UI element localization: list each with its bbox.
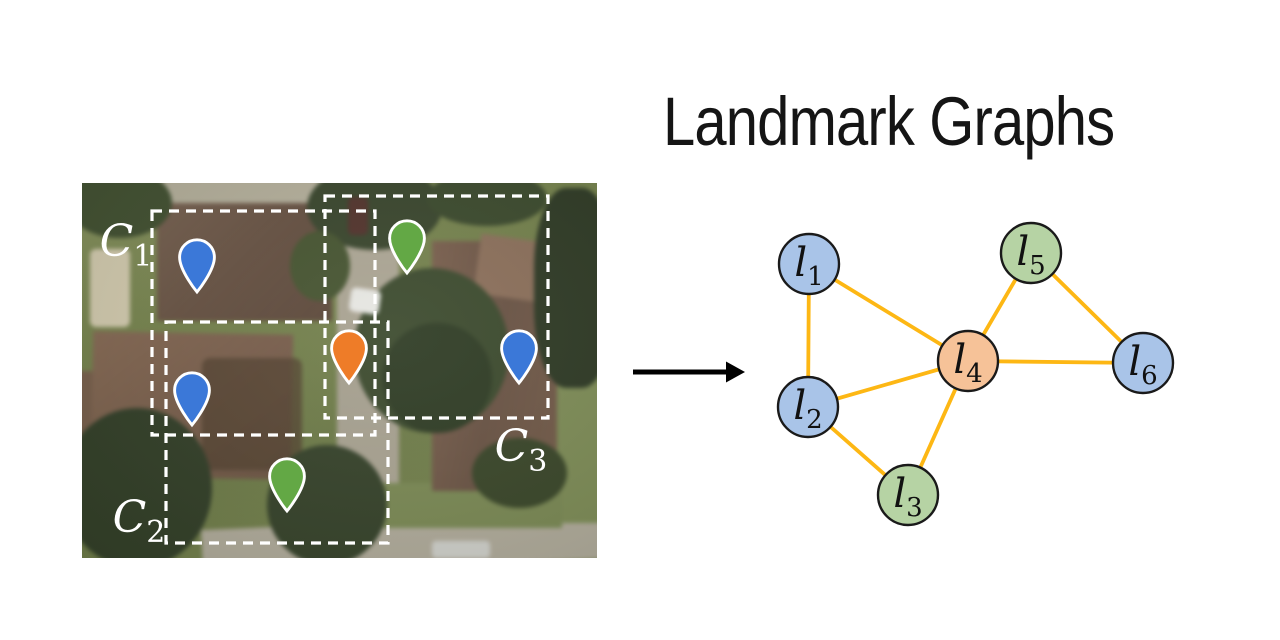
graph-edge-l2-l4 [806, 359, 970, 409]
graph-edge-l1-l4 [807, 262, 970, 363]
aerial-photo [82, 183, 597, 558]
photo-tree [472, 438, 567, 508]
graph-edges [806, 251, 1145, 497]
graph-node-label-l3: l3 [893, 471, 922, 523]
graph-node-label-l6: l6 [1128, 339, 1157, 391]
graph-node-l5 [999, 221, 1063, 285]
graph-edge-l4-l5 [966, 251, 1033, 363]
graph-node-l6 [1111, 331, 1175, 395]
graph-edge-l1-l2 [806, 262, 811, 409]
graph-node-l3 [876, 463, 940, 527]
arrow-right [633, 361, 745, 383]
graph-edge-l3-l4 [906, 359, 970, 497]
photo-haze [82, 183, 597, 558]
graph-edge-l2-l3 [806, 405, 910, 497]
graph-node-l1 [777, 232, 841, 296]
graph-node-label-l1: l1 [794, 240, 823, 292]
graph-node-label-l4: l4 [953, 337, 982, 389]
photo-car-gray [432, 541, 490, 558]
graph-edge-l5-l6 [1029, 251, 1145, 365]
photo-driveway-patch [90, 249, 130, 327]
graph-node-label-l2: l2 [793, 383, 822, 435]
arrow-head [726, 361, 745, 383]
graph-node-l4 [936, 329, 1000, 393]
graph-node-l2 [776, 375, 840, 439]
page-title: Landmark Graphs [663, 83, 1115, 160]
graph-edge-l4-l6 [966, 359, 1145, 365]
graph-nodes: l1 l2 l3 l4 l5 l6 [776, 221, 1175, 527]
graph-node-label-l5: l5 [1016, 229, 1045, 281]
